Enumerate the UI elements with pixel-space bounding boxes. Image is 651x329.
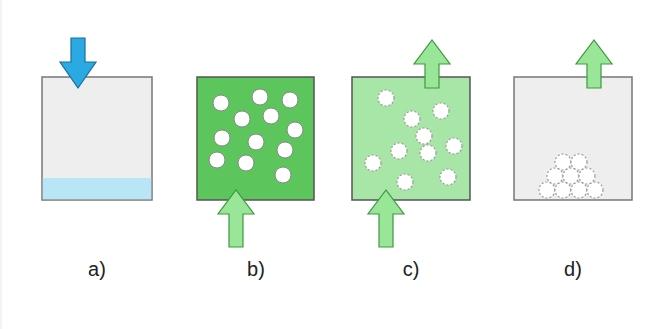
bubbles — [365, 90, 462, 190]
settled-particles — [539, 154, 603, 198]
panel-letter: c) — [403, 259, 420, 279]
panel-letter: a) — [88, 259, 106, 279]
panel-letter: b) — [247, 259, 265, 279]
liquid-layer — [43, 178, 151, 199]
panel-letter: d) — [564, 259, 582, 279]
vessel — [42, 77, 152, 200]
frame-line — [1, 0, 2, 329]
bubbles — [209, 89, 303, 183]
vessel — [352, 77, 470, 200]
vessel — [514, 77, 632, 200]
gas-outlet-arrow — [576, 40, 612, 88]
stage-c — [352, 40, 470, 247]
gas-outlet-arrow — [414, 40, 450, 88]
stage-b — [197, 77, 314, 247]
stage-d — [514, 40, 632, 200]
stage-a — [42, 38, 152, 200]
gas-inlet-arrow — [368, 190, 404, 247]
gas-inlet-arrow — [218, 190, 254, 247]
inlet-arrow — [60, 38, 96, 88]
vessel — [197, 77, 314, 200]
